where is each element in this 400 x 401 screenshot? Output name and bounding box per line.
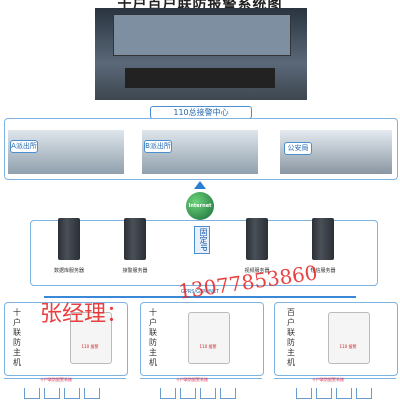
host-1-device-text: 110 报警	[81, 344, 99, 349]
host-frame-2	[140, 302, 264, 376]
strip-1-label: 十户联防报警系统	[40, 377, 72, 382]
host-1-device	[70, 312, 112, 364]
house-icon	[200, 388, 216, 399]
bottom-strip-1	[4, 378, 126, 401]
police-bureau-label: 公安局	[284, 142, 312, 155]
house-icon	[180, 388, 196, 399]
house-icon	[160, 388, 176, 399]
alarm-server-label: 接警服务器	[122, 268, 148, 274]
house-icon	[356, 388, 372, 399]
database-server-icon	[58, 218, 80, 260]
house-icon	[336, 388, 352, 399]
sms-server-label: 短信服务器	[310, 268, 336, 274]
internet-label: Internet	[188, 203, 212, 209]
network-label: GPRS/GSM/NET	[174, 289, 226, 295]
fixed-ip-label: 固定IP	[194, 226, 210, 254]
host-3-device	[328, 312, 370, 364]
video-server-icon	[246, 218, 268, 260]
host-frame-3	[274, 302, 398, 376]
up-arrow	[194, 181, 206, 189]
host-3-label: 百户联防主机	[287, 308, 295, 367]
consoles	[125, 68, 275, 88]
strip-2-label: 十户联防报警系统	[176, 377, 208, 382]
network-bus	[44, 296, 356, 298]
house-icon	[84, 388, 100, 399]
house-icon	[44, 388, 60, 399]
host-frame-1	[4, 302, 128, 376]
host-1-label: 十户联防主机	[13, 308, 21, 367]
host-2-device-text: 110 报警	[199, 344, 217, 349]
database-server-label: 数据库服务器	[53, 268, 84, 274]
internet-globe-icon	[186, 192, 214, 220]
host-3-device-text: 110 报警	[339, 344, 357, 349]
house-icon	[296, 388, 312, 399]
servers-frame	[30, 220, 378, 286]
host-2-device	[188, 312, 230, 364]
station-a-label: A派出所	[10, 140, 38, 153]
house-icon	[220, 388, 236, 399]
house-icon	[316, 388, 332, 399]
bottom-strip-2	[140, 378, 262, 401]
house-icon	[24, 388, 40, 399]
strip-3-label: 十户联防报警系统	[312, 377, 344, 382]
sms-server-icon	[312, 218, 334, 260]
video-server-label: 视频服务器	[244, 268, 270, 274]
station-b-label: B派出所	[144, 140, 172, 153]
alarm-server-icon	[124, 218, 146, 260]
host-2-label: 十户联防主机	[149, 308, 157, 367]
control-center-photo	[95, 8, 307, 100]
video-wall	[113, 14, 291, 56]
house-icon	[64, 388, 80, 399]
bottom-strip-3	[274, 378, 396, 401]
stations-frame	[4, 118, 398, 180]
watermark-name: 张经理：	[40, 302, 129, 327]
